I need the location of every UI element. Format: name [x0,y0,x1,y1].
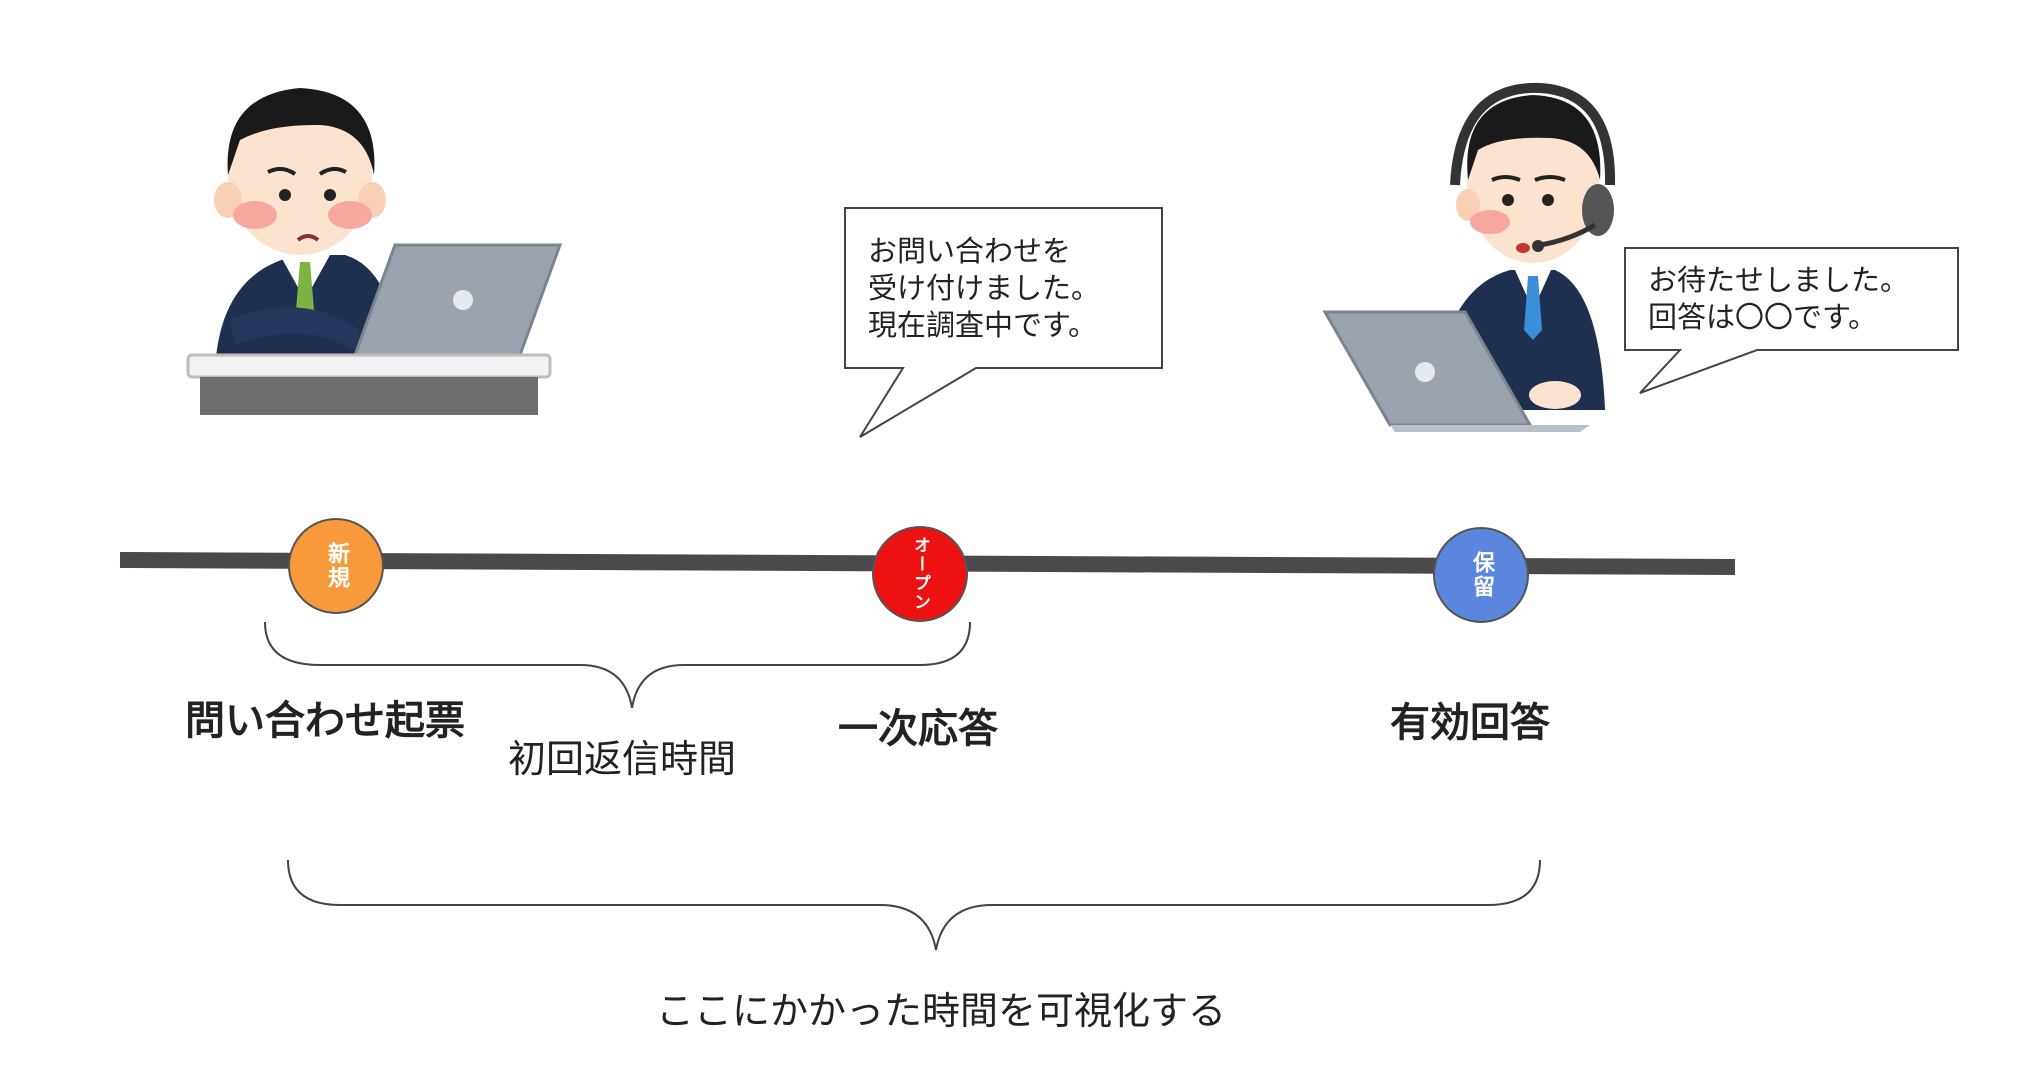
milestone-effective-answer: 有効回答 [1390,700,1550,746]
status-node-pending: 保留 [1433,527,1529,623]
status-node-new: 新規 [288,518,384,614]
status-node-open: オープン [872,526,968,622]
span-visualize-time: ここにかかった時間を可視化する [656,989,1227,1033]
speech-bubble-1-text: お問い合わせを 受け付けました。 現在調査中です。 [868,234,1101,342]
milestone-inquiry-created: 問い合わせ起票 [185,698,465,744]
brace-total [287,859,1541,951]
customer-desk [186,353,552,415]
speech-bubble-1-shape [844,207,1163,438]
span-first-reply-time: 初回返信時間 [508,737,737,781]
brace-first-response [264,621,971,709]
customer-figure [214,88,400,370]
status-node-new-label: 新規 [324,542,349,590]
speech-bubble-2-shape [1624,247,1959,394]
agent-laptop [1322,310,1590,432]
status-node-pending-label: 保留 [1469,551,1494,599]
status-node-open-label: オープン [910,536,930,612]
milestone-first-response: 一次応答 [838,706,998,752]
speech-bubble-2-text: お待たせしました。 回答は〇〇です。 [1648,263,1910,334]
